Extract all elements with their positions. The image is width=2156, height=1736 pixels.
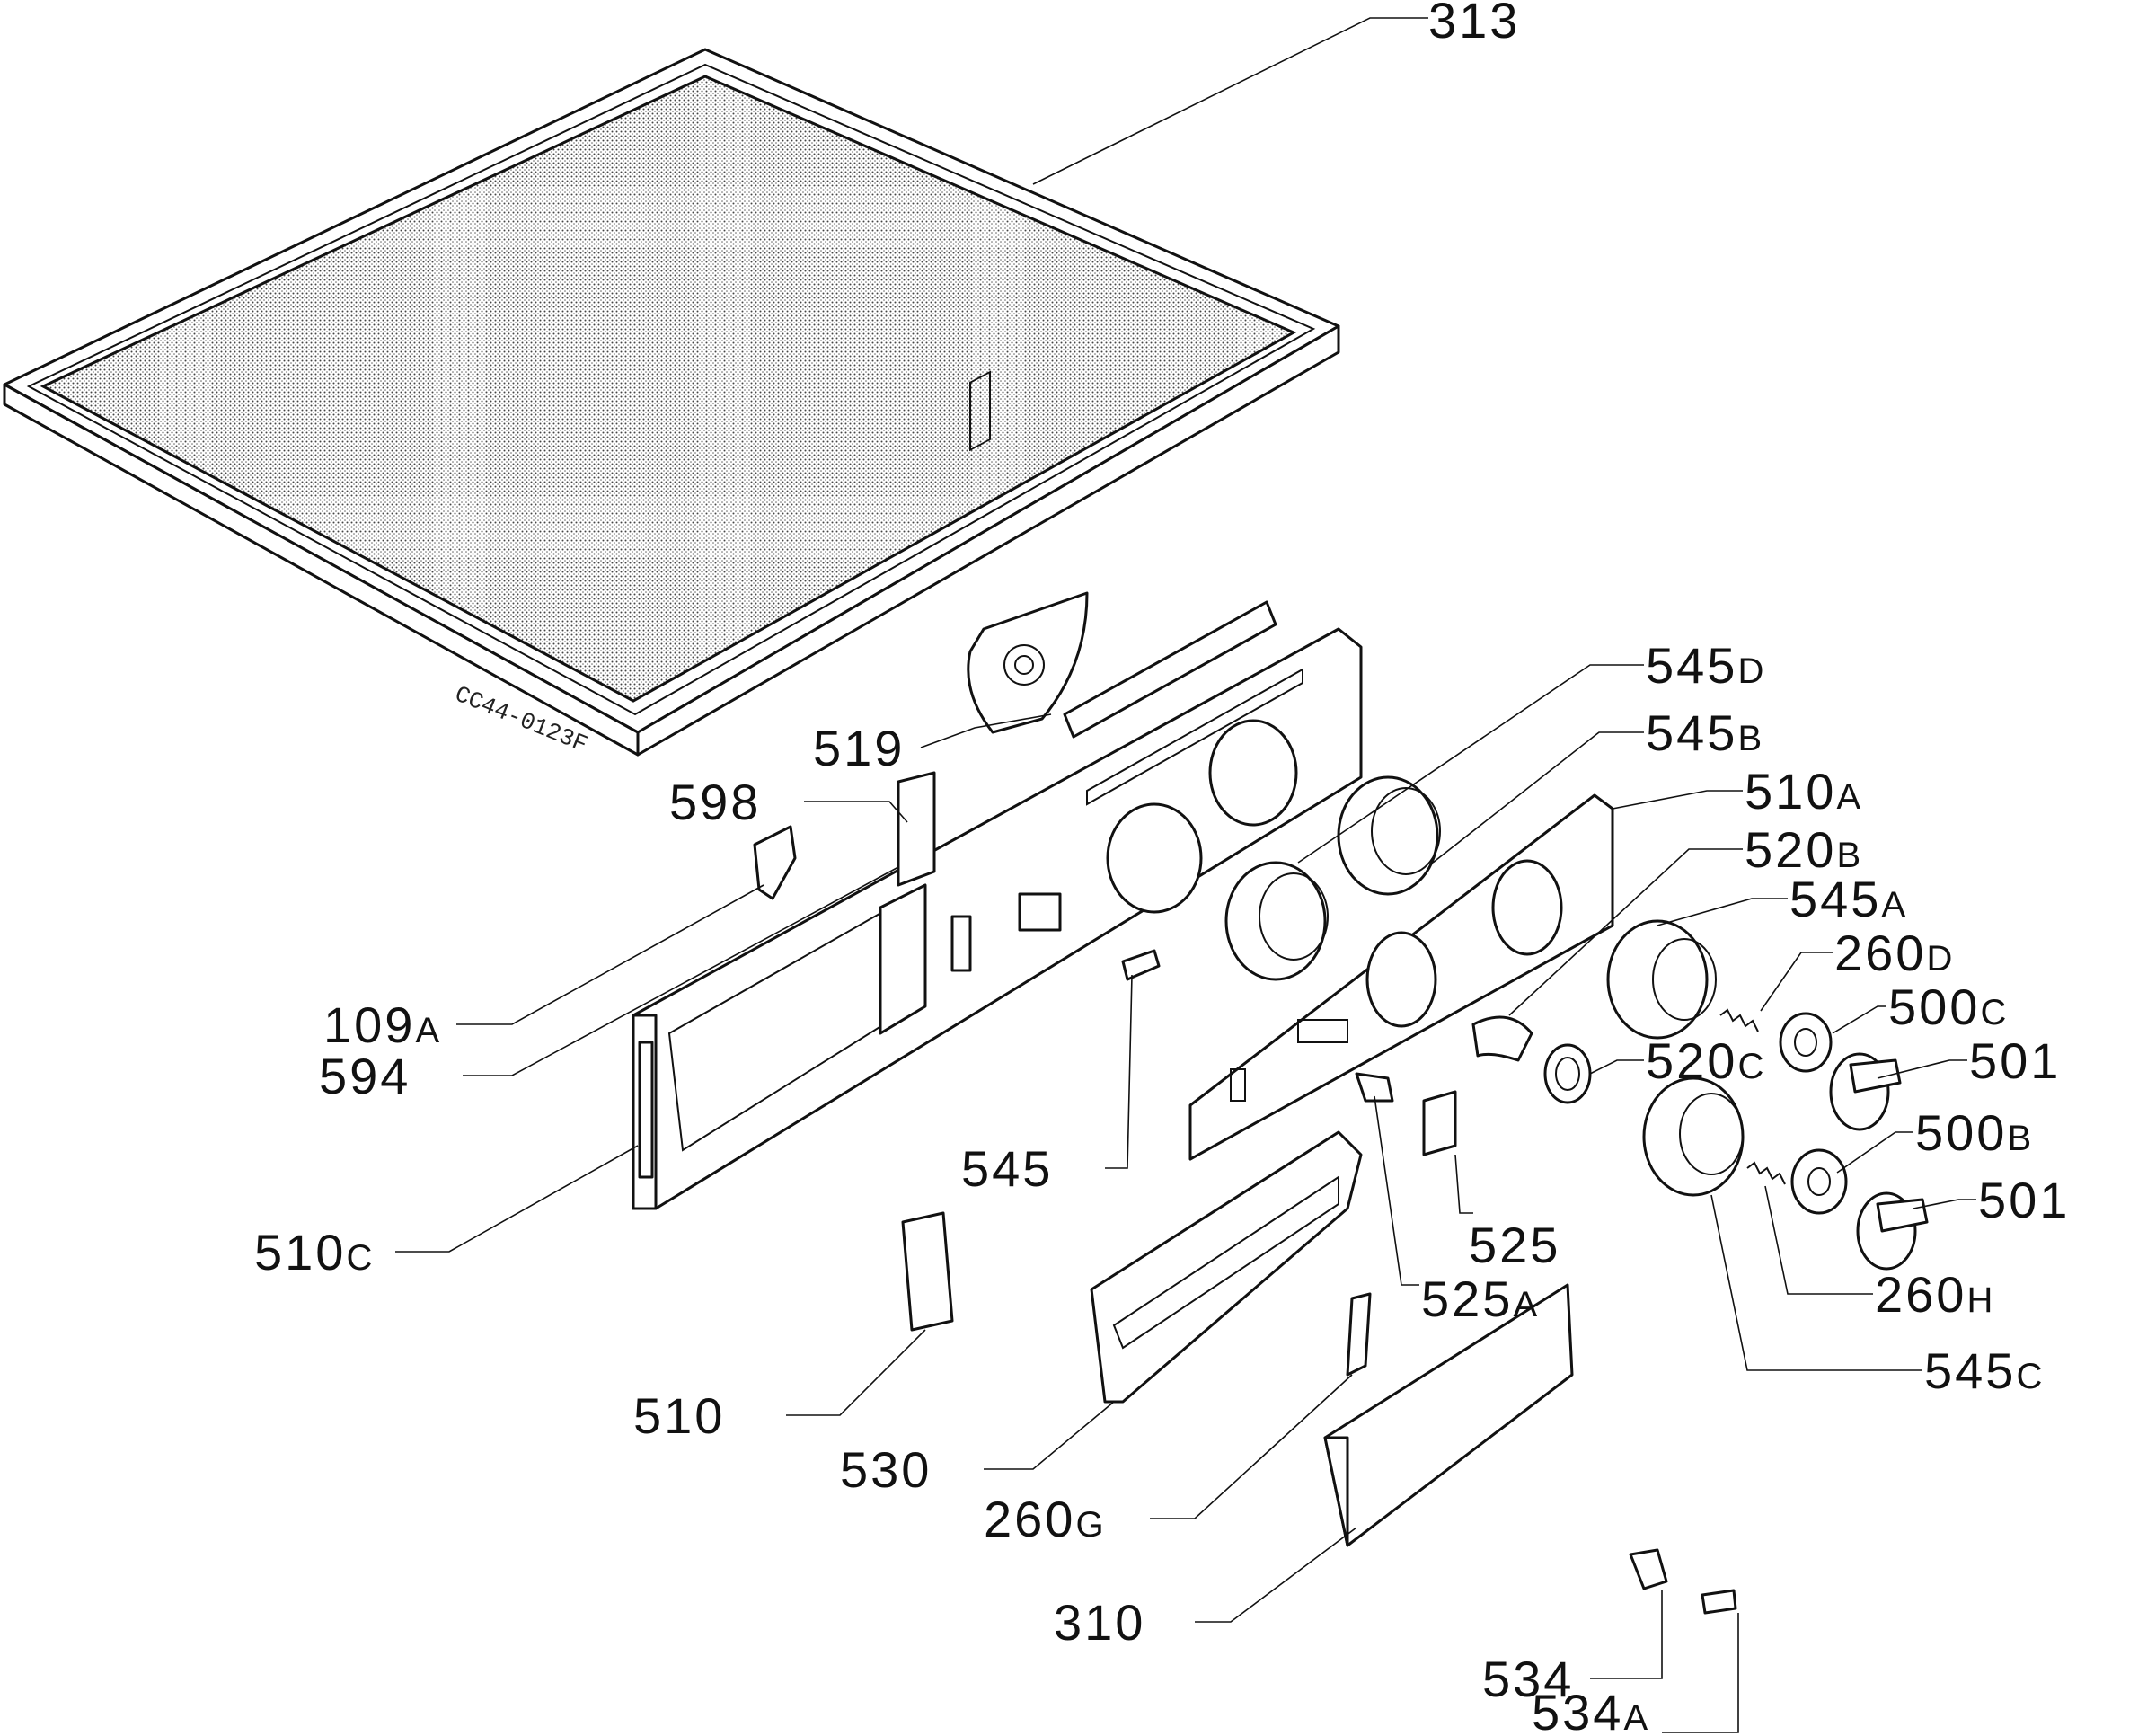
label-545C: 545C — [1924, 1342, 2045, 1399]
label-545B: 545B — [1646, 704, 1764, 761]
part-top-bar — [1063, 600, 1277, 739]
label-545: 545 — [961, 1140, 1053, 1197]
part-545c-knob-housing — [1642, 1076, 1745, 1197]
part-534-pin — [1629, 1548, 1668, 1590]
label-520B: 520B — [1745, 821, 1863, 878]
label-501-lower: 501 — [1978, 1172, 2070, 1228]
label-500C: 500C — [1888, 979, 2009, 1035]
part-260g-latch — [1346, 1292, 1372, 1377]
part-260d-spring — [1719, 1008, 1759, 1032]
label-520C: 520C — [1646, 1032, 1766, 1089]
part-534a-pin — [1701, 1589, 1737, 1615]
label-545D: 545D — [1646, 637, 1766, 694]
part-510a-front-panel — [1188, 793, 1614, 1161]
part-310-door — [1323, 1283, 1574, 1547]
part-501-knob-b — [1856, 1191, 1929, 1271]
part-525-block — [1422, 1090, 1457, 1156]
label-545A: 545A — [1789, 871, 1908, 927]
part-519-disc — [967, 591, 1089, 734]
label-510C: 510C — [254, 1224, 375, 1280]
label-109A: 109A — [323, 996, 442, 1053]
part-520b-clip — [1471, 1015, 1533, 1062]
label-534: 534 — [1482, 1651, 1574, 1707]
label-500B: 500B — [1915, 1104, 2034, 1161]
part-598-tab — [897, 771, 936, 887]
part-501-knob-a — [1829, 1052, 1902, 1131]
part-545a-knob-housing — [1606, 919, 1717, 1040]
label-313: 313 — [1428, 0, 1520, 49]
part-545-small — [1121, 949, 1161, 981]
part-500c-shaft — [1779, 1012, 1833, 1073]
label-310: 310 — [1054, 1594, 1145, 1651]
part-500b-shaft — [1790, 1148, 1848, 1215]
label-525: 525 — [1469, 1217, 1560, 1273]
label-510: 510 — [633, 1387, 725, 1444]
part-545d-ring — [1224, 861, 1329, 981]
part-525a-switch — [1355, 1072, 1394, 1103]
part-109a-clip — [753, 825, 797, 900]
label-525A: 525A — [1421, 1271, 1540, 1327]
part-510c-housing — [632, 370, 1363, 1210]
label-260D: 260D — [1834, 925, 1955, 981]
label-510A: 510A — [1745, 763, 1863, 819]
label-598: 598 — [669, 774, 761, 830]
label-594: 594 — [319, 1048, 411, 1104]
label-260G: 260G — [984, 1491, 1107, 1547]
part-labels: 313 545D 545B 510A 520B 545A 260D 500C 5… — [254, 0, 2070, 1736]
filter-panel-313 — [3, 48, 1340, 757]
part-520c-gear — [1543, 1043, 1592, 1104]
label-530: 530 — [840, 1441, 932, 1498]
label-260H: 260H — [1875, 1266, 1995, 1323]
part-260h-spring — [1746, 1161, 1786, 1185]
leader-lines — [395, 17, 1976, 1733]
label-519: 519 — [813, 720, 905, 776]
label-501-upper: 501 — [1969, 1032, 2061, 1089]
part-545b-ring — [1337, 775, 1441, 896]
part-510-small — [901, 1211, 954, 1332]
part-530-bracket — [1090, 1130, 1363, 1404]
label-534A: 534A — [1532, 1684, 1650, 1736]
